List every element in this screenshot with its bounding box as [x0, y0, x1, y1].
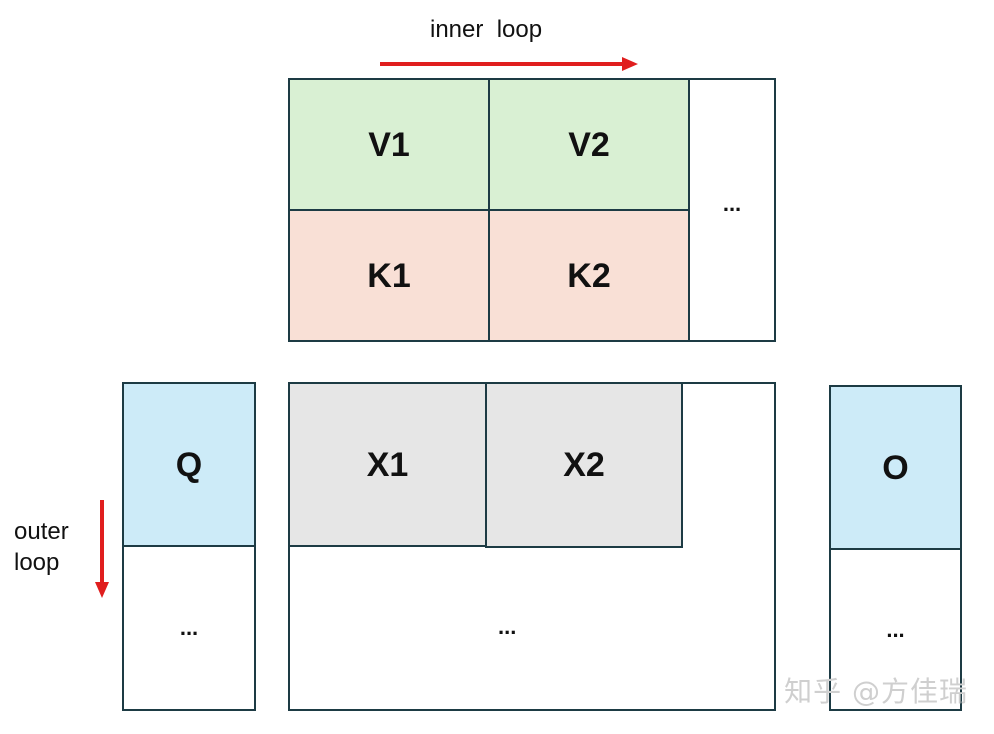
inner-loop-arrow: [380, 57, 638, 71]
o-more-block: ...: [829, 548, 962, 711]
q-more-label: ...: [179, 615, 199, 640]
watermark-text: 知乎 @方佳瑞: [784, 675, 968, 708]
outer-loop-label: outer loop: [14, 518, 69, 578]
q-more-block: ...: [122, 545, 256, 711]
x1-label: X1: [366, 445, 409, 484]
outer-loop-arrow: [95, 500, 109, 598]
kv-more-label: ...: [722, 191, 742, 216]
outer-loop-label-line2: loop: [14, 548, 60, 576]
k1-block: K1: [288, 209, 490, 342]
v1-block: V1: [288, 78, 490, 211]
q-label: Q: [175, 445, 203, 484]
inner-loop-label: inner loop: [430, 16, 543, 43]
v2-block: V2: [488, 78, 690, 211]
k2-block: K2: [488, 209, 690, 342]
o-label: O: [882, 448, 909, 487]
x-more-label: ...: [498, 614, 517, 639]
v2-label: V2: [568, 125, 610, 164]
x1-block: X1: [288, 382, 487, 547]
outer-loop-label-line1: outer: [14, 518, 69, 545]
o-more-label: ...: [886, 616, 905, 642]
k2-label: K2: [567, 256, 611, 295]
v1-label: V1: [368, 125, 410, 164]
kv-more-block: ...: [688, 78, 776, 342]
x2-label: X2: [563, 446, 605, 484]
k1-label: K1: [367, 256, 411, 295]
q-block: Q: [122, 382, 256, 547]
o-block: O: [829, 385, 962, 550]
x2-block: X2: [485, 382, 683, 548]
